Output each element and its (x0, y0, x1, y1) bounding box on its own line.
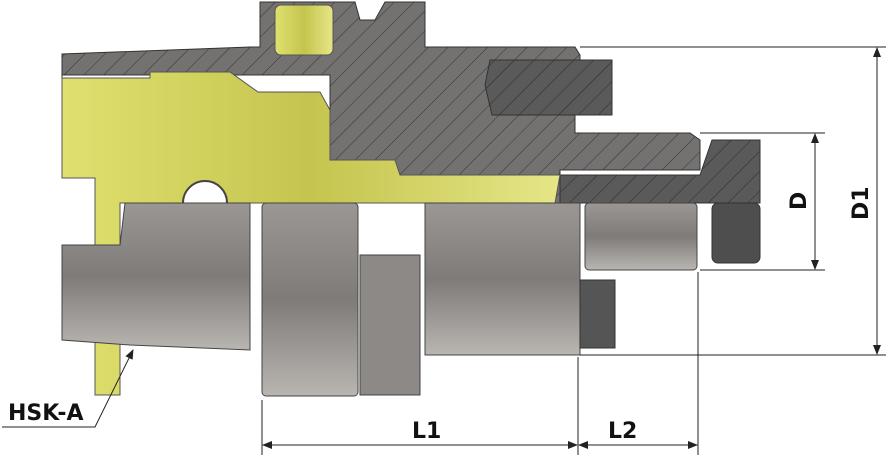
holder-body (424, 202, 581, 356)
set-screw-section (484, 59, 613, 116)
spindle (584, 202, 698, 271)
hsk-leader-line (2, 349, 134, 428)
label-hsk-a: HSK-A (8, 401, 84, 426)
flange (261, 202, 359, 397)
coolant-tube (61, 71, 561, 396)
coolant-plug (274, 4, 334, 56)
label-l1: L1 (412, 419, 441, 444)
drive-key (579, 279, 616, 349)
flange-groove (359, 254, 421, 396)
label-l2: L2 (608, 419, 637, 444)
label-d1: D1 (849, 186, 874, 220)
screw-head (711, 202, 761, 264)
hsk-shank (61, 202, 251, 351)
label-d: D (787, 192, 812, 210)
